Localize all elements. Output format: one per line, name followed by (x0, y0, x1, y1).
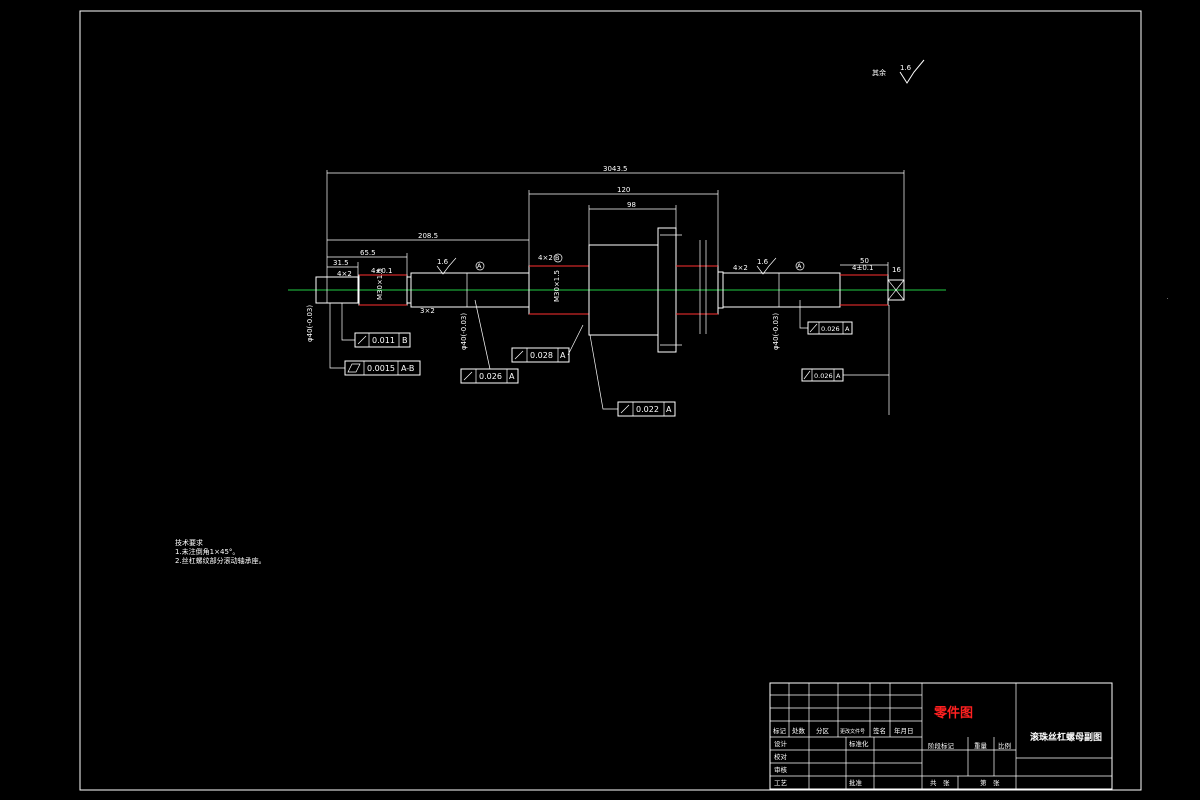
dim-left-chamfer: 4×2 (538, 254, 553, 262)
datum-mark-2: B (555, 254, 559, 262)
approve-label: 批准 (849, 778, 863, 787)
screw-shaft (315, 227, 905, 353)
dia-left-bearing: M30×1.5 (376, 268, 384, 300)
datum-marks: A B A (475, 253, 805, 271)
hdr-zone: 分区 (816, 726, 830, 735)
tol-1-value: 0.011 (372, 336, 395, 345)
technical-notes: 技术要求 1.未注倒角1×45°。 2.丝杠螺纹部分滚动轴承座。 (175, 538, 266, 565)
hdr-change-doc: 更改文件号 (840, 728, 865, 735)
cylindricity-icon (347, 363, 361, 373)
roughness-note: 其余 1.6 (872, 59, 925, 84)
datum-circle-icon (553, 253, 563, 263)
dim-left-step: 31.5 (333, 259, 349, 267)
tol-6-value: 0.026 (821, 325, 840, 333)
runout-icon (620, 404, 630, 414)
dim-right-chamfer: 4×2 (733, 264, 748, 272)
title-block: 标记 处数 分区 更改文件号 签名 年月日 设计 校对 审核 工艺 标准化 批准… (769, 682, 1113, 790)
runout-icon (357, 335, 367, 345)
dimension-lines: 3043.5 120 98 208.5 65.5 31.5 4×2 4±0.1 … (326, 165, 905, 415)
role-check: 校对 (774, 752, 788, 761)
hdr-count: 处数 (792, 726, 806, 735)
dim-left-end: 65.5 (360, 249, 376, 257)
sheet-total: 共 张 (930, 778, 950, 787)
roughness-note-value: 1.6 (900, 64, 912, 72)
tol-1-datum: B (402, 336, 408, 345)
hdr-sign: 签名 (873, 726, 886, 735)
dia-nut: M30×1.5 (553, 270, 561, 302)
roughness-symbol-icon (899, 59, 925, 84)
dia-right-shaft: φ40(-0.03) (772, 313, 780, 350)
tech-note-2: 2.丝杠螺纹部分滚动轴承座。 (175, 556, 266, 565)
dim-right-small: 4±0.1 (852, 264, 873, 272)
datum-circle-icon (475, 261, 485, 271)
roughness-mark-right-icon (756, 257, 777, 275)
tol-5-value: 0.022 (636, 405, 659, 414)
runout-icon (809, 323, 818, 333)
roughness-mark-left: 1.6 (437, 258, 449, 266)
dim-nut-length: 120 (617, 186, 630, 194)
outer-sheet-border (79, 10, 1142, 791)
tech-notes-title: 技术要求 (175, 538, 203, 547)
roughness-note-label: 其余 (872, 68, 886, 77)
hdr-date: 年月日 (894, 726, 914, 735)
dim-left-small: 4×2 (337, 270, 352, 278)
tol-4-value: 0.028 (530, 351, 553, 360)
role-design: 设计 (774, 739, 788, 748)
roughness-mark-right: 1.6 (757, 258, 769, 266)
weight-label: 重量 (974, 742, 988, 750)
tol-7-value: 0.026 (814, 372, 833, 380)
scale-label: 比例 (998, 741, 1011, 750)
tol-3-value: 0.026 (479, 372, 502, 381)
tol-6-datum: A (845, 325, 850, 333)
runout-icon (463, 371, 473, 381)
dia-left-end: φ40(-0.03) (306, 305, 314, 342)
datum-circle-icon (795, 261, 805, 271)
roughness-marks: 1.6 1.6 (436, 257, 777, 275)
dim-right-tiny: 16 (892, 266, 901, 274)
dim-left-segment: 208.5 (418, 232, 438, 240)
tol-4-datum: A (560, 351, 566, 360)
tol-5-datum: A (666, 405, 672, 414)
tol-2-value: 0.0015 (367, 364, 395, 373)
standard-label: 标准化 (849, 739, 869, 748)
datum-mark-3: A (797, 262, 802, 270)
part-label: 零件图 (933, 705, 973, 721)
dia-left-shaft: φ40(-0.03) (460, 313, 468, 350)
dim-flange-center: 98 (627, 201, 636, 209)
tech-note-1: 1.未注倒角1×45°。 (175, 547, 239, 556)
dim-overall: 3043.5 (603, 165, 628, 173)
tol-2-datum: A-B (401, 364, 414, 373)
tolerance-frames: 0.011 B 0.0015 A-B 0.026 A 0.028 A 0.022… (329, 299, 889, 417)
drawing-title: 滚珠丝杠螺母副图 (1030, 731, 1102, 743)
diameter-labels: φ40(-0.03) M30×1.5 φ40(-0.03) M30×1.5 φ4… (306, 268, 780, 350)
stage-label: 阶段标记 (928, 741, 955, 750)
tol-7-datum: A (836, 372, 841, 380)
datum-mark-1: A (477, 262, 482, 270)
role-review: 审核 (774, 765, 788, 774)
tol-3-datum: A (509, 372, 515, 381)
role-process: 工艺 (774, 779, 788, 787)
dim-left-groove: 3×2 (420, 307, 435, 315)
hdr-mark: 标记 (773, 726, 787, 735)
sheet-no: 第 张 (980, 778, 1000, 787)
dim-right-end: 50 (860, 257, 869, 265)
runout-icon (514, 350, 524, 360)
runout-icon (803, 370, 811, 380)
dim-left-bearing: 4±0.1 (371, 267, 392, 275)
stray-dot (1167, 298, 1168, 299)
roughness-mark-left-icon (436, 257, 457, 275)
